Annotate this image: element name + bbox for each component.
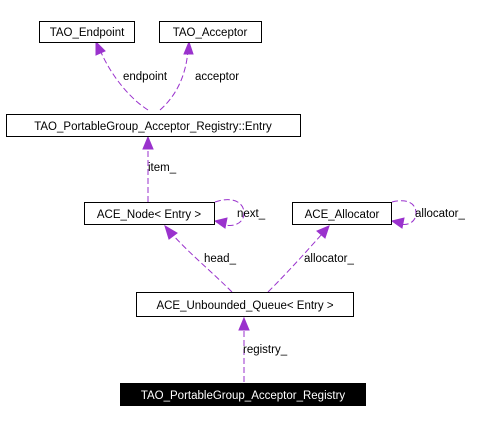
edge-head: head_: [164, 224, 237, 293]
node-registry[interactable]: TAO_PortableGroup_Acceptor_Registry: [120, 383, 366, 406]
edge-label-allocator: allocator_: [304, 253, 354, 265]
edge-label-registry: registry_: [243, 344, 288, 356]
edge-endpoint: endpoint: [95, 40, 168, 111]
node-label-registry-entry: TAO_PortableGroup_Acceptor_Registry::Ent…: [34, 121, 272, 133]
node-label-tao-endpoint: TAO_Endpoint: [50, 27, 125, 39]
node-registry-entry[interactable]: TAO_PortableGroup_Acceptor_Registry::Ent…: [6, 114, 301, 137]
edge-next: next_: [213, 199, 266, 229]
edge-registry: registry_: [238, 316, 288, 382]
edge-allocator: allocator_: [267, 225, 354, 293]
node-label-ace-node: ACE_Node< Entry >: [97, 209, 201, 221]
node-ace-node[interactable]: ACE_Node< Entry >: [84, 202, 215, 225]
edge-allocator-self: allocator_: [390, 200, 465, 229]
node-label-ace-unbounded-queue: ACE_Unbounded_Queue< Entry >: [156, 300, 333, 312]
node-tao-acceptor[interactable]: TAO_Acceptor: [159, 21, 262, 43]
edge-label-head: head_: [204, 253, 237, 265]
node-label-ace-allocator: ACE_Allocator: [305, 209, 380, 221]
node-label-registry: TAO_PortableGroup_Acceptor_Registry: [141, 390, 346, 402]
edge-label-allocator-self: allocator_: [415, 208, 465, 220]
edge-label-acceptor: acceptor: [195, 71, 239, 83]
edge-item: item_: [142, 135, 177, 202]
edge-label-next: next_: [237, 208, 266, 220]
node-label-tao-acceptor: TAO_Acceptor: [173, 27, 248, 39]
node-ace-allocator[interactable]: ACE_Allocator: [292, 202, 392, 225]
edge-acceptor: acceptor: [159, 40, 239, 111]
edge-label-item: item_: [148, 162, 177, 174]
node-tao-endpoint[interactable]: TAO_Endpoint: [39, 21, 135, 43]
node-ace-unbounded-queue[interactable]: ACE_Unbounded_Queue< Entry >: [136, 292, 354, 317]
edge-label-endpoint: endpoint: [123, 71, 168, 83]
